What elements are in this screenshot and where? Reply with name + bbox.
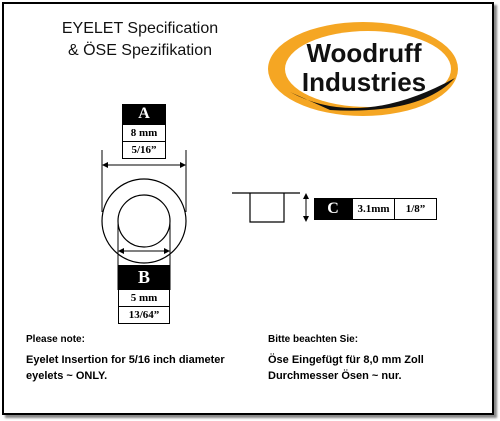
note-german: Bitte beachten Sie: Öse Eingefügt für 8,… xyxy=(268,332,488,384)
note-german-heading: Bitte beachten Sie: xyxy=(268,334,359,345)
note-english-line-1: Eyelet Insertion for 5/16 inch diameter xyxy=(26,354,225,366)
dim-c-arrowhead-bottom xyxy=(303,216,309,222)
dim-a-arrowhead-left xyxy=(102,162,108,168)
dim-a-imperial: 5/16” xyxy=(122,141,166,159)
note-english-line-2: eyelets ~ ONLY. xyxy=(26,370,108,382)
dim-b-arrowhead-left xyxy=(118,248,124,254)
dim-c-label: C xyxy=(314,198,352,220)
dim-c-metric: 3.1mm xyxy=(352,198,395,220)
eyelet-side-profile xyxy=(232,192,300,223)
logo-ring-inner xyxy=(285,31,451,107)
logo-line-1: Woodruff xyxy=(306,38,421,68)
dim-a-arrowhead-right xyxy=(180,162,186,168)
dim-c-imperial: 1/8” xyxy=(394,198,437,220)
title-line-1: EYELET Specification xyxy=(61,20,219,37)
eyelet-inner-hole xyxy=(117,194,171,248)
note-german-line-1: Öse Eingefügt für 8,0 mm Zoll xyxy=(268,354,424,366)
note-german-line-2: Durchmesser Ösen ~ nur. xyxy=(268,370,402,382)
note-english-heading: Please note: xyxy=(26,334,85,345)
logo-swoosh-dark xyxy=(290,78,455,111)
title-line-2: & ÖSE Spezifikation xyxy=(67,42,213,59)
dim-c-arrowhead-top xyxy=(303,193,309,199)
dim-b-imperial: 13/64” xyxy=(118,306,170,324)
dim-b-arrowhead-right xyxy=(164,248,170,254)
woodruff-logo: Woodruff Industries xyxy=(268,22,458,116)
dim-b-metric: 5 mm xyxy=(118,289,170,307)
dim-a-label: A xyxy=(122,104,166,124)
note-english: Please note: Eyelet Insertion for 5/16 i… xyxy=(26,332,246,384)
dim-a-metric: 8 mm xyxy=(122,124,166,142)
logo-line-2: Industries xyxy=(302,67,426,97)
dim-b-label: B xyxy=(118,265,170,289)
